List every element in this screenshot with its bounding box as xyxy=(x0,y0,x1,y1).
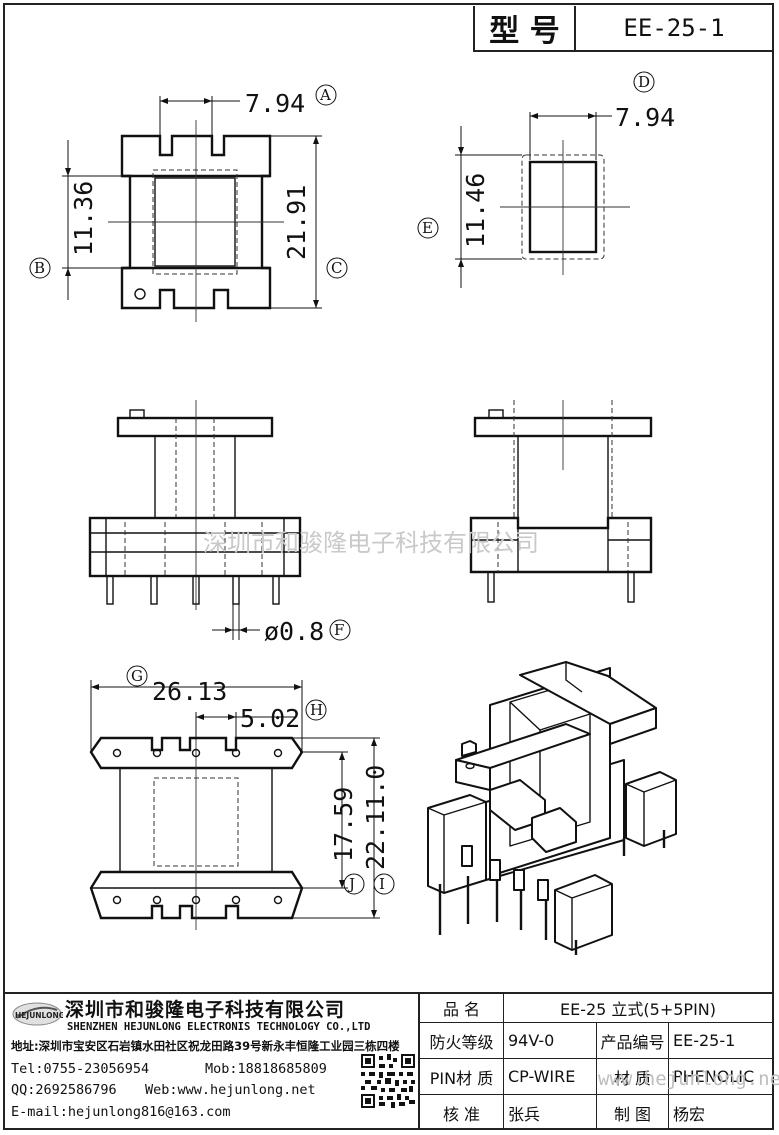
value-pin-material: CP-WIRE xyxy=(504,1059,597,1095)
watermark-company: 深圳市和骏隆电子科技有限公司 xyxy=(203,529,539,557)
dim-right-width: 7.94 xyxy=(615,103,675,132)
company-email: E-mail:hejunlong816@163.com xyxy=(11,1104,231,1120)
label-fire-rating: 防火等级 xyxy=(420,1023,504,1059)
company-web: Web:www.hejunlong.net xyxy=(145,1082,316,1098)
value-drawn: 杨宏 xyxy=(673,1104,706,1124)
logo-text: HEJUNLONG xyxy=(15,1011,63,1020)
dim-right-height: 11.46 xyxy=(461,173,490,248)
company-mob: Mob:18818685809 xyxy=(205,1061,327,1077)
dim-pin-diameter: ø0.8 xyxy=(264,617,324,646)
company-tel: Tel:0755-23056954 xyxy=(11,1061,150,1077)
value-product-name: EE-25 立式(5+5PIN) xyxy=(504,994,772,1023)
dim-id-d: D xyxy=(638,73,650,91)
label-material: 材 质 xyxy=(597,1059,669,1095)
dim-inner-depth: 17.59 xyxy=(329,787,358,862)
value-material: PHENOLIC xyxy=(669,1059,772,1095)
bottom-view: 26.13 G 5.02 H 22.11.0 I 17.59 J xyxy=(89,665,395,930)
dim-id-e: E xyxy=(422,219,433,237)
dim-id-h: H xyxy=(310,701,323,719)
label-drawn: 制 图 xyxy=(597,1095,669,1130)
dim-id-i: I xyxy=(379,875,385,893)
value-fire-rating: 94V-0 xyxy=(504,1023,597,1059)
dim-id-j: J xyxy=(347,875,355,893)
label-approved: 核 准 xyxy=(420,1095,504,1130)
isometric-view xyxy=(427,661,677,955)
dim-base-width: 26.13 xyxy=(152,677,227,706)
qr-code-icon xyxy=(361,1054,415,1108)
company-name: 深圳市和骏隆电子科技有限公司 xyxy=(65,999,346,1021)
front-view: ø0.8 F xyxy=(88,400,351,646)
company-qq: QQ:2692586796 xyxy=(11,1082,117,1098)
dim-total-height: 21.91 xyxy=(282,185,311,260)
dim-id-g: G xyxy=(131,667,143,685)
top-view: 7.94 A 11.36 B 21.91 C xyxy=(29,84,348,322)
dim-id-b: B xyxy=(34,259,45,277)
sheet-border xyxy=(3,3,774,1130)
side-view xyxy=(469,400,653,603)
dim-id-c: C xyxy=(331,259,342,277)
model-label: 型 号 xyxy=(475,6,576,50)
label-product-name: 品 名 xyxy=(420,994,504,1023)
title-block: HEJUNLONG 深圳市和骏隆电子科技有限公司 SHENZHEN HEJUNL… xyxy=(5,992,772,1130)
dim-left-height: 11.36 xyxy=(69,181,98,256)
dim-base-depth: 22.11.0 xyxy=(361,765,390,870)
label-pin-material: PIN材 质 xyxy=(420,1059,504,1095)
spec-table: 品 名 EE-25 立式(5+5PIN) 防火等级 94V-0 产品编号 EE-… xyxy=(420,994,772,1130)
watermark-web: www.hejunlong.net xyxy=(598,1068,779,1090)
value-part-number: EE-25-1 xyxy=(669,1023,772,1059)
dim-id-f: F xyxy=(334,621,344,639)
label-part-number: 产品编号 xyxy=(597,1023,669,1059)
model-title-block: 型 号 EE-25-1 xyxy=(473,6,772,52)
core-window-view: 7.94 D 11.46 E xyxy=(417,71,675,288)
dim-pin-pitch: 5.02 xyxy=(240,704,300,733)
dim-top-width: 7.94 xyxy=(245,89,305,118)
company-name-en: SHENZHEN HEJUNLONG ELECTRONIS TECHNOLOGY… xyxy=(67,1021,371,1033)
technical-drawing: 7.94 A 11.36 B 21.91 C xyxy=(29,71,677,955)
company-info: HEJUNLONG 深圳市和骏隆电子科技有限公司 SHENZHEN HEJUNL… xyxy=(5,994,420,1130)
dim-id-a: A xyxy=(319,86,331,104)
value-approved: 张兵 xyxy=(504,1095,597,1130)
company-logo-icon: HEJUNLONG xyxy=(12,1002,63,1026)
model-value: EE-25-1 xyxy=(623,14,725,42)
company-address: 地址:深圳市宝安区石岩镇水田社区祝龙田路39号新永丰恒隆工业园三栋四楼 xyxy=(11,1039,400,1053)
